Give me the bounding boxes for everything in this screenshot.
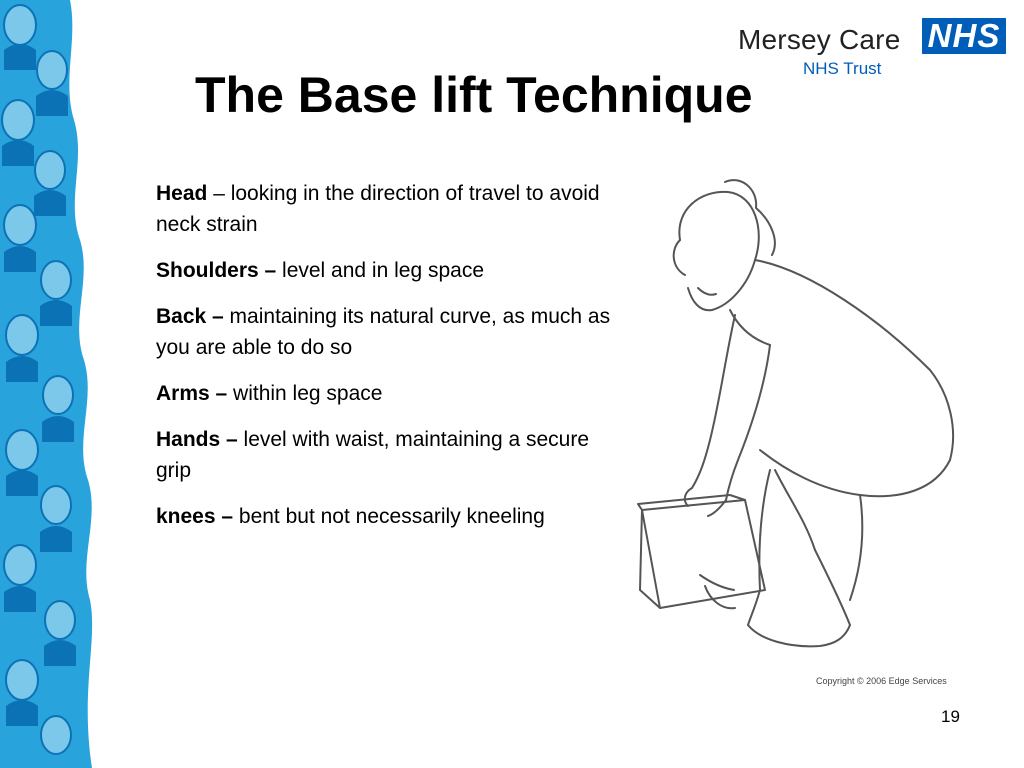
bullet-term: Head [156, 182, 208, 205]
bullet-term: Arms – [156, 382, 228, 405]
list-item-hands: Hands – level with waist, maintaining a … [156, 424, 616, 486]
bullet-text: – looking in the direction of travel to … [156, 182, 600, 236]
mersey-care-logo: Mersey Care NHS NHS Trust [716, 14, 1006, 84]
bullet-text: bent but not necessarily kneeling [233, 505, 545, 528]
lifting-illustration [630, 170, 990, 690]
person-lifting-box-drawing [637, 179, 954, 648]
list-item-arms: Arms – within leg space [156, 378, 616, 409]
crowd-illustration [0, 0, 93, 768]
bullet-term: Hands – [156, 428, 238, 451]
bullet-text: within leg space [227, 382, 383, 405]
logo-name: Mersey Care [738, 24, 901, 55]
bullet-term: knees – [156, 505, 234, 528]
slide-title: The Base lift Technique [195, 67, 753, 123]
logo-subtitle: NHS Trust [803, 59, 882, 78]
technique-list: Head – looking in the direction of trave… [156, 178, 616, 547]
nhs-badge: NHS [922, 18, 1006, 54]
list-item-knees: knees – bent but not necessarily kneelin… [156, 501, 616, 532]
bullet-term: Shoulders – [156, 259, 277, 282]
bullet-text: level with waist, maintaining a secure g… [156, 428, 590, 482]
bullet-text: maintaining its natural curve, as much a… [156, 305, 611, 359]
bullet-text: level and in leg space [276, 259, 485, 282]
copyright-note: Copyright © 2006 Edge Services [816, 676, 947, 686]
bullet-term: Back – [156, 305, 224, 328]
list-item-shoulders: Shoulders – level and in leg space [156, 255, 616, 286]
page-number: 19 [941, 707, 960, 726]
list-item-head: Head – looking in the direction of trave… [156, 178, 616, 240]
decorative-crowd-band [0, 0, 100, 768]
list-item-back: Back – maintaining its natural curve, as… [156, 301, 616, 363]
